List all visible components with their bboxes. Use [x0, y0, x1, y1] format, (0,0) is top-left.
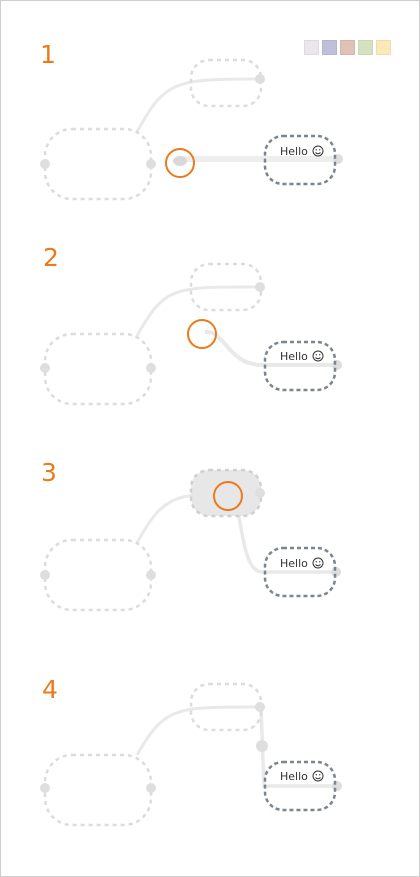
- step-2-number: 2: [43, 243, 59, 272]
- handle-dot: [146, 363, 156, 373]
- step-3-number: 3: [41, 458, 57, 487]
- handle-dot: [255, 702, 265, 712]
- target-node-label: Hello: [280, 557, 308, 570]
- branch-line: [135, 77, 261, 133]
- color-palette: [304, 40, 391, 55]
- swatch-3[interactable]: [340, 40, 355, 55]
- handle-dot: [255, 282, 265, 292]
- handle-dot: [40, 570, 50, 580]
- ghost-root-node: [43, 538, 153, 612]
- cursor-ring-icon: [187, 319, 217, 349]
- dragged-link-line: [204, 330, 337, 367]
- branch-line: [135, 285, 261, 337]
- smiley-face-icon: [312, 770, 324, 782]
- handle-dot: [332, 781, 342, 791]
- handle-dot: [40, 783, 50, 793]
- handle-dot: [331, 567, 341, 577]
- ghost-child-node: [189, 58, 263, 108]
- target-node-label: Hello: [280, 770, 308, 783]
- smiley-face-icon: [312, 145, 324, 157]
- target-node[interactable]: [263, 134, 337, 186]
- swatch-4[interactable]: [358, 40, 373, 55]
- target-node[interactable]: [263, 340, 337, 392]
- step-1-panel: Hello: [40, 58, 343, 201]
- handle-dot: [332, 360, 342, 370]
- swatch-2[interactable]: [322, 40, 337, 55]
- handle-dot: [146, 159, 156, 169]
- ghost-root-node: [43, 332, 153, 406]
- dragged-link-line: [180, 156, 338, 162]
- target-node-label: Hello: [280, 145, 308, 158]
- handle-dot: [40, 363, 50, 373]
- cursor-ring-icon: [213, 481, 243, 511]
- handle-dot: [40, 159, 50, 169]
- ghost-root-node: [43, 753, 153, 827]
- step-4-number: 4: [42, 675, 58, 704]
- target-node[interactable]: [263, 546, 337, 598]
- drag-handle-dot[interactable]: [173, 156, 187, 166]
- step-1-number: 1: [40, 40, 56, 69]
- target-node-label: Hello: [280, 350, 308, 363]
- handle-dot: [146, 570, 156, 580]
- step-2-panel: Hello: [40, 262, 342, 406]
- step-3-panel: Hello: [40, 468, 341, 612]
- ghost-root-node: [43, 127, 153, 201]
- target-node[interactable]: [263, 760, 337, 812]
- smiley-face-icon: [312, 557, 324, 569]
- handle-dot: [146, 783, 156, 793]
- step-4-panel: Hello: [40, 682, 342, 827]
- handle-dot: [255, 74, 265, 84]
- smiley-face-icon: [312, 350, 324, 362]
- branch-line: [135, 705, 261, 756]
- swatch-1[interactable]: [304, 40, 319, 55]
- handle-dot: [255, 488, 265, 498]
- swatch-5[interactable]: [376, 40, 391, 55]
- cursor-ring-icon: [165, 148, 195, 178]
- handle-dot: [256, 740, 268, 752]
